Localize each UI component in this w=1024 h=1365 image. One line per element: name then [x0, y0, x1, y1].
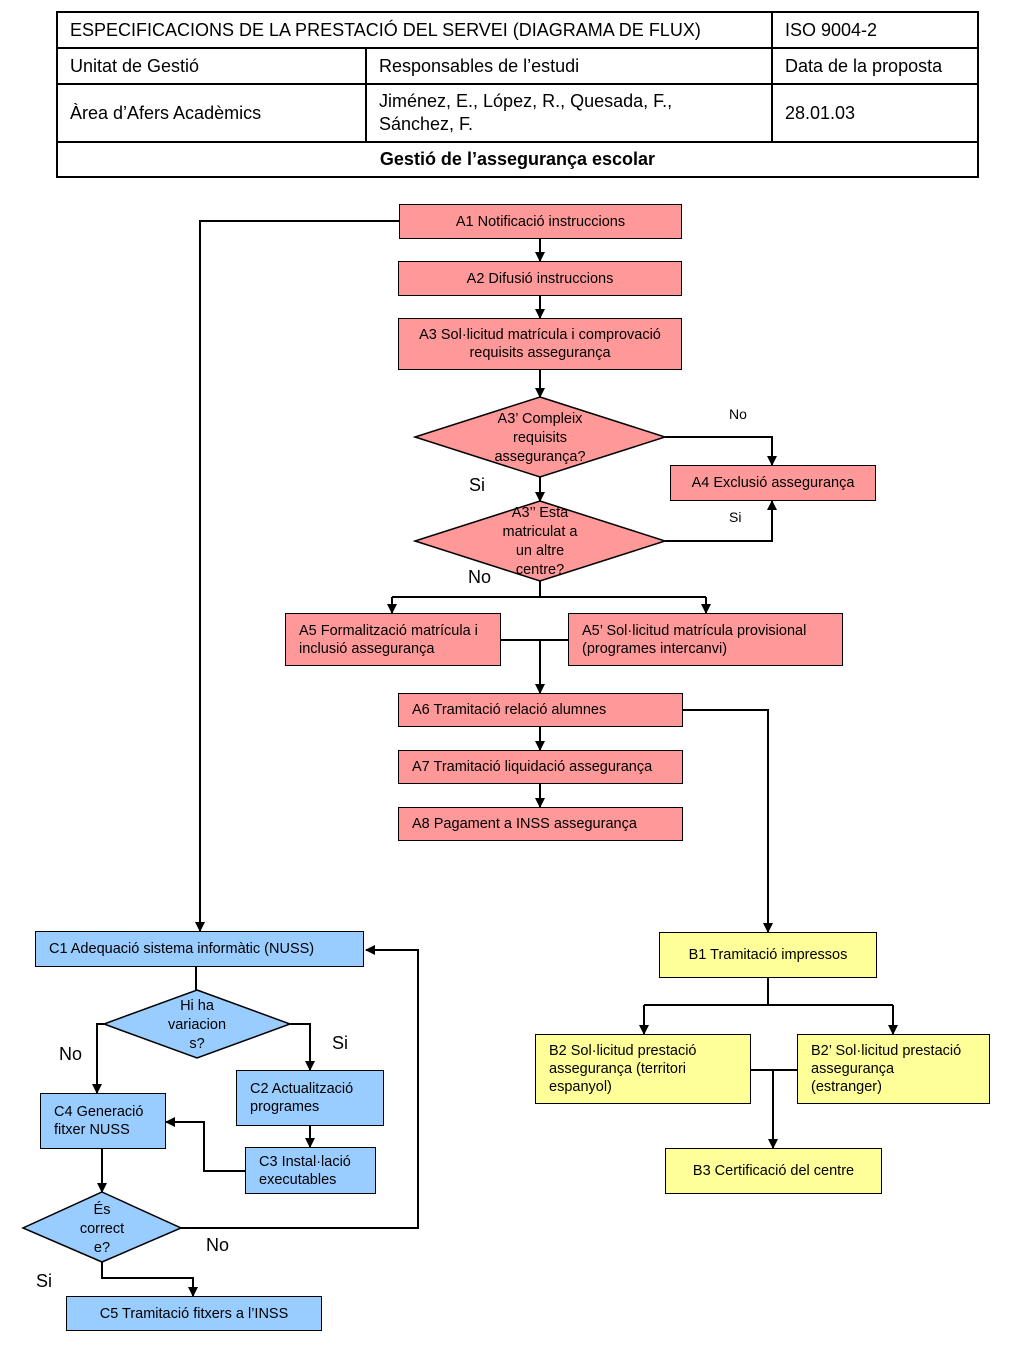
- decision-correct-shape: [21, 1191, 183, 1263]
- node-b2-line-2: assegurança (territori: [549, 1061, 686, 1077]
- decision-correct-line-3: e?: [93, 1240, 111, 1256]
- node-c1: C1 Adequació sistema informàtic (NUSS): [35, 931, 364, 967]
- node-c3-line-2: executables: [259, 1171, 337, 1188]
- node-b2-prime-line-3: (estranger): [811, 1079, 882, 1095]
- header-standard: ISO 9004-2: [771, 11, 979, 49]
- node-a1: A1 Notificació instruccions: [399, 204, 682, 239]
- decision-a3p-text: A3’ Compleix requisits assegurança?: [460, 410, 620, 467]
- node-a3-line-1: A3 Sol·licitud matrícula i comprovació: [419, 327, 661, 343]
- decision-variations-text: Hi ha variacion s?: [137, 997, 257, 1054]
- node-a5-prime-line-1: A5’ Sol·licitud matrícula provisional: [582, 622, 807, 639]
- label-correct-no: No: [206, 1235, 230, 1255]
- decision-a3pp-line-4: centre?: [515, 562, 565, 578]
- node-b2-line-3: espanyol): [549, 1079, 612, 1095]
- decision-variations-line-3: s?: [189, 1036, 205, 1052]
- decision-a3pp-line-1: A3’’ Esta: [511, 505, 569, 521]
- header-date-value: 28.01.03: [771, 83, 979, 143]
- node-b2-prime-line-1: B2’ Sol·licitud prestació: [811, 1043, 962, 1059]
- header-title: ESPECIFICACIONS DE LA PRESTACIÓ DEL SERV…: [56, 11, 773, 49]
- process-title: Gestió de l’assegurança escolar: [56, 141, 979, 178]
- node-a3-line-2: requisits assegurança: [469, 345, 611, 361]
- decision-a3pp-shape: [412, 500, 668, 582]
- decision-correct-line-1: És: [93, 1202, 111, 1218]
- decision-correct-line-2: correct: [79, 1221, 125, 1237]
- node-c4-line-1: C4 Generació: [54, 1104, 144, 1120]
- decision-a3p-line-1: A3’ Compleix: [497, 411, 583, 427]
- decision-a3pp-text: A3’’ Esta matriculat a un altre centre?: [460, 504, 620, 580]
- header-responsibles-value: Jiménez, E., López, R., Quesada, F., Sánc…: [365, 83, 773, 143]
- node-b2-prime: B2’ Sol·licitud prestació assegurança (e…: [797, 1034, 990, 1104]
- decision-variations-line-2: variacion: [167, 1017, 227, 1033]
- decision-a3p-line-3: assegurança?: [494, 449, 586, 465]
- label-variations-si: Si: [332, 1033, 349, 1053]
- label-a3p-no: No: [729, 406, 747, 422]
- node-b2-line-1: B2 Sol·licitud prestació: [549, 1043, 697, 1059]
- node-c4-line-2: fitxer NUSS: [54, 1122, 130, 1138]
- node-b3: B3 Certificació del centre: [665, 1148, 882, 1194]
- label-variations-no: No: [59, 1044, 83, 1064]
- responsibles-line-2: Sánchez, F.: [379, 114, 474, 134]
- node-a2: A2 Difusió instruccions: [398, 261, 682, 296]
- node-a3: A3 Sol·licitud matrícula i comprovació r…: [398, 318, 682, 370]
- node-b2-prime-line-2: assegurança: [811, 1061, 895, 1077]
- node-a5-prime-line-2: (programes intercanvi): [582, 640, 728, 657]
- label-a3pp-si: Si: [729, 509, 742, 525]
- header-unit-label: Unitat de Gestió: [56, 47, 367, 85]
- decision-a3pp-line-3: un altre: [515, 543, 565, 559]
- node-c3: C3 Instal·lació executables: [245, 1147, 376, 1194]
- node-a5-line-1: A5 Formalització matrícula i: [299, 622, 478, 639]
- node-a4: A4 Exclusió assegurança: [670, 465, 876, 501]
- header-unit-value: Àrea d’Afers Acadèmics: [56, 83, 367, 143]
- label-correct-si: Si: [36, 1271, 53, 1291]
- label-a3pp-no: No: [468, 567, 492, 587]
- node-c2: C2 Actualització programes: [236, 1070, 384, 1126]
- node-b1: B1 Tramitació impressos: [659, 932, 877, 978]
- header-date-label: Data de la proposta: [771, 47, 979, 85]
- node-a5-prime: A5’ Sol·licitud matrícula provisional (p…: [568, 613, 843, 666]
- node-c3-line-1: C3 Instal·lació: [259, 1153, 351, 1170]
- decision-variations-line-1: Hi ha: [180, 998, 214, 1014]
- decision-a3pp-line-2: matriculat a: [502, 524, 578, 540]
- decision-correct-text: És correct e?: [52, 1201, 152, 1258]
- node-c5: C5 Tramitació fitxers a l’INSS: [66, 1296, 322, 1331]
- node-a5: A5 Formalització matrícula i inclusió as…: [285, 613, 501, 666]
- decision-a3p-shape: [412, 396, 668, 478]
- node-a5-line-2: inclusió assegurança: [299, 640, 435, 657]
- header-table: ESPECIFICACIONS DE LA PRESTACIÓ DEL SERV…: [56, 11, 979, 178]
- decision-variations-shape: [101, 989, 293, 1059]
- label-a3p-si: Si: [469, 475, 486, 495]
- responsibles-line-1: Jiménez, E., López, R., Quesada, F.,: [379, 91, 673, 111]
- node-c4: C4 Generació fitxer NUSS: [40, 1093, 166, 1149]
- node-c2-line-2: programes: [250, 1099, 320, 1115]
- node-c2-line-1: C2 Actualització: [250, 1081, 354, 1097]
- node-a8: A8 Pagament a INSS assegurança: [398, 807, 683, 841]
- node-b2: B2 Sol·licitud prestació assegurança (te…: [535, 1034, 751, 1104]
- node-a7: A7 Tramitació liquidació assegurança: [398, 750, 683, 784]
- decision-a3p-line-2: requisits: [513, 430, 567, 446]
- header-responsibles-label: Responsables de l’estudi: [365, 47, 773, 85]
- node-a6: A6 Tramitació relació alumnes: [398, 693, 683, 727]
